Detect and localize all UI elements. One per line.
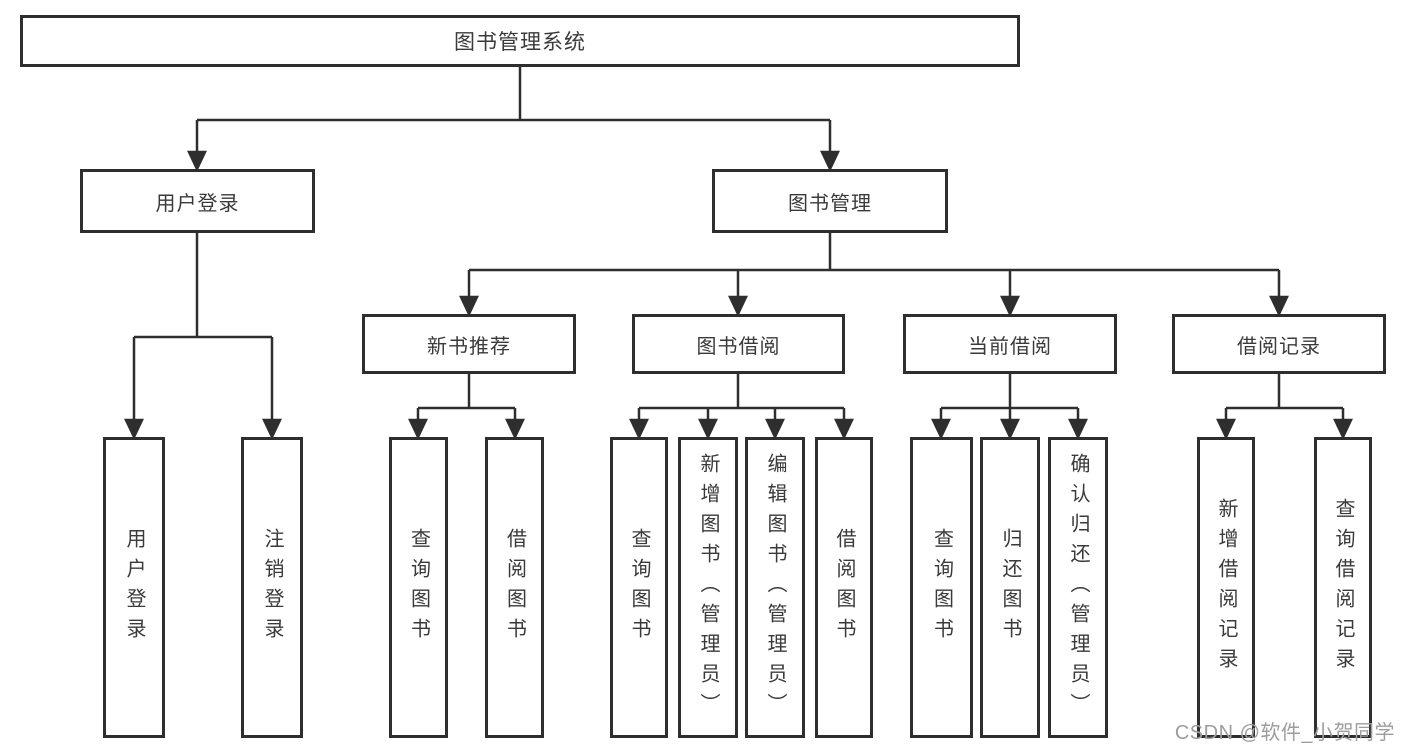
leaf-search-books-3: 查询图书 xyxy=(910,437,973,738)
leaf-search-books-3-label: 查询图书 xyxy=(930,527,953,648)
leaf-return-book-label: 归还图书 xyxy=(999,527,1021,648)
connector-borrowing-children xyxy=(629,374,854,440)
leaf-edit-book-admin: 编辑图书（管理员） xyxy=(745,437,805,738)
leaf-borrow-books-2: 借阅图书 xyxy=(815,437,873,738)
leaf-confirm-return-admin-label: 确认归还（管理员） xyxy=(1067,452,1089,723)
node-book-management-label: 图书管理 xyxy=(788,192,872,215)
leaf-search-books-2-label: 查询图书 xyxy=(628,527,650,648)
leaf-add-book-admin: 新增图书（管理员） xyxy=(678,437,738,738)
leaf-search-borrow-record: 查询借阅记录 xyxy=(1314,437,1372,738)
node-library-system: 图书管理系统 xyxy=(20,15,1020,67)
leaf-logout-label: 注销登录 xyxy=(261,527,283,648)
leaf-user-login: 用户登录 xyxy=(103,437,165,738)
node-new-book-recommend-label: 新书推荐 xyxy=(427,335,511,358)
leaf-edit-book-admin-label: 编辑图书（管理员） xyxy=(764,452,786,723)
leaf-add-borrow-record: 新增借阅记录 xyxy=(1197,437,1255,738)
leaf-borrow-books-1-label: 借阅图书 xyxy=(503,527,526,648)
leaf-search-books-1: 查询图书 xyxy=(389,437,448,738)
node-library-system-label: 图书管理系统 xyxy=(454,31,586,54)
leaf-search-borrow-record-label: 查询借阅记录 xyxy=(1332,497,1354,678)
leaf-borrow-books-1: 借阅图书 xyxy=(485,437,544,738)
connector-user-login-children xyxy=(124,233,282,440)
node-current-borrowing-label: 当前借阅 xyxy=(968,335,1052,358)
node-user-login: 用户登录 xyxy=(80,169,315,233)
node-user-login-label: 用户登录 xyxy=(155,192,240,215)
csdn-watermark: CSDN @软件_小贺同学 xyxy=(1174,722,1395,744)
leaf-user-login-label: 用户登录 xyxy=(123,527,145,648)
node-book-management: 图书管理 xyxy=(712,169,948,233)
connector-new-book-children xyxy=(408,374,525,440)
connector-records-children xyxy=(1216,374,1353,440)
leaf-confirm-return-admin: 确认归还（管理员） xyxy=(1048,437,1108,738)
leaf-logout: 注销登录 xyxy=(241,437,303,738)
connector-root-to-level2 xyxy=(187,67,840,172)
connector-current-borrow-children xyxy=(931,374,1088,440)
node-new-book-recommend: 新书推荐 xyxy=(362,314,576,374)
node-borrowing-records-label: 借阅记录 xyxy=(1237,335,1321,358)
leaf-add-book-admin-label: 新增图书（管理员） xyxy=(697,452,719,723)
node-current-borrowing: 当前借阅 xyxy=(903,314,1117,374)
leaf-add-borrow-record-label: 新增借阅记录 xyxy=(1215,497,1237,678)
node-book-borrowing-label: 图书借阅 xyxy=(696,335,781,358)
leaf-search-books-2: 查询图书 xyxy=(610,437,668,738)
leaf-search-books-1-label: 查询图书 xyxy=(407,527,430,648)
connector-book-mgmt-to-level3 xyxy=(459,233,1289,317)
leaf-return-book: 归还图书 xyxy=(980,437,1040,738)
leaf-borrow-books-2-label: 借阅图书 xyxy=(833,527,855,648)
node-book-borrowing: 图书借阅 xyxy=(632,314,845,374)
node-borrowing-records: 借阅记录 xyxy=(1172,314,1386,374)
